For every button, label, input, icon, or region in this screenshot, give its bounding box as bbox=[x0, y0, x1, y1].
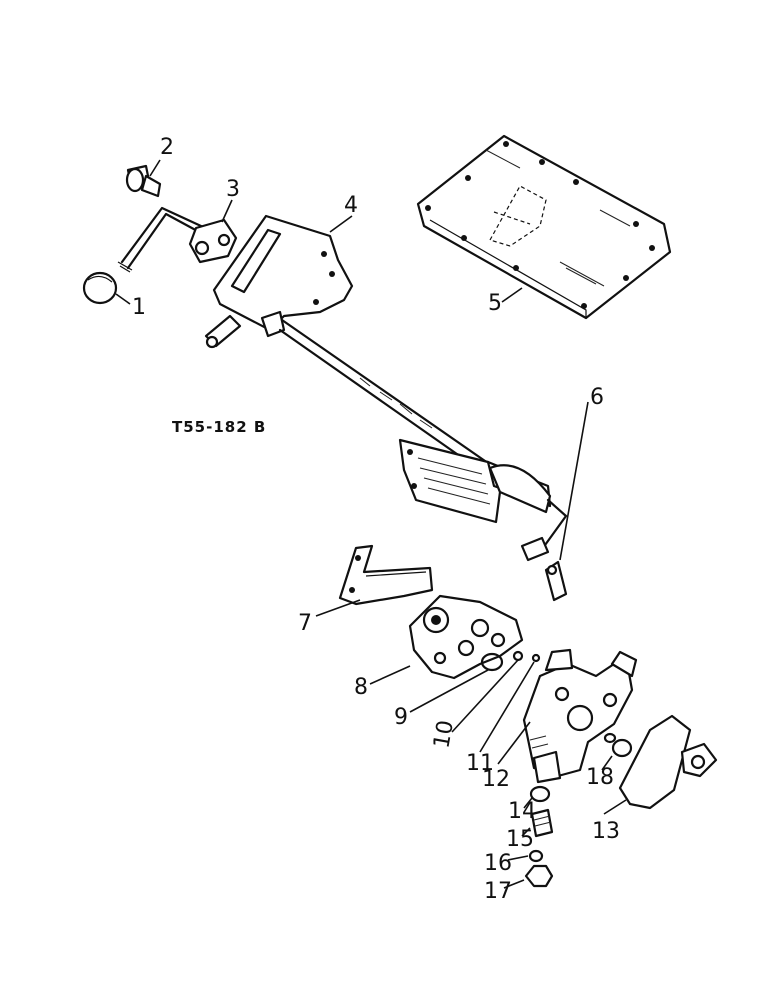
part-end-cap bbox=[618, 714, 718, 810]
callout-label: 2 bbox=[160, 135, 174, 160]
callout-label: 10 bbox=[429, 718, 458, 750]
callout-label: 8 bbox=[354, 675, 368, 700]
callout-label: 13 bbox=[592, 819, 620, 844]
callout-label: 15 bbox=[506, 827, 534, 852]
part-adapter-fitting bbox=[530, 808, 554, 838]
part-fitting-stack bbox=[524, 785, 554, 888]
callout-label: 16 bbox=[484, 851, 512, 876]
callout-label: 11 bbox=[466, 751, 494, 776]
callout-label: 12 bbox=[482, 767, 510, 792]
part-crank-handle bbox=[117, 206, 238, 273]
part-link bbox=[544, 560, 568, 602]
callout-label: 6 bbox=[590, 385, 604, 410]
part-valve-body bbox=[522, 648, 638, 784]
callout-label: 17 bbox=[484, 879, 512, 904]
part-cover-plate bbox=[416, 134, 672, 320]
part-small-washer bbox=[528, 849, 544, 863]
leader-lines bbox=[115, 159, 627, 889]
part-mounting-bracket bbox=[204, 214, 354, 349]
part-knob bbox=[82, 271, 118, 305]
part-o-ring-small-b bbox=[531, 653, 541, 663]
callout-label: 4 bbox=[344, 193, 358, 218]
part-angle-bracket bbox=[338, 544, 434, 606]
callout-label: 14 bbox=[508, 799, 536, 824]
part-pivot-bolt bbox=[125, 164, 162, 198]
callout-label: 5 bbox=[488, 291, 502, 316]
part-o-ring-small-a bbox=[512, 650, 524, 662]
callout-label: 9 bbox=[394, 705, 408, 730]
drawing-code: T55-182 B bbox=[172, 418, 266, 436]
part-o-ring-large bbox=[480, 652, 504, 672]
callout-label: 18 bbox=[586, 765, 614, 790]
callout-labels: 1 2 3 4 5 6 7 8 9 10 11 12 13 14 15 16 1… bbox=[132, 135, 620, 904]
part-hex-nut bbox=[524, 864, 554, 888]
callout-label: 3 bbox=[226, 177, 240, 202]
part-lever-assembly bbox=[398, 438, 568, 562]
part-o-ring-pair bbox=[603, 732, 633, 758]
callout-label: 7 bbox=[298, 611, 312, 636]
part-seal-washer bbox=[529, 785, 551, 803]
callout-label: 1 bbox=[132, 295, 146, 320]
part-valve-block bbox=[408, 594, 524, 680]
